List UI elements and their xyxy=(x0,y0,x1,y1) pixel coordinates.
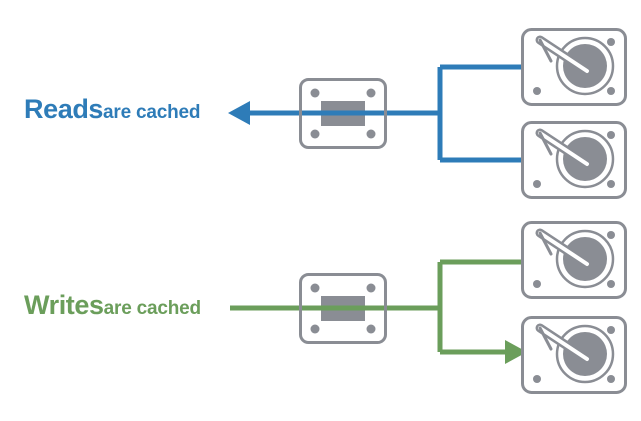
writes-flow-label: Writesare cached xyxy=(24,292,201,319)
reads-label-light: are cached xyxy=(103,102,201,123)
writes-arrowhead xyxy=(505,340,527,364)
disk-drive-1 xyxy=(523,30,626,105)
writes-label-strong: Writes xyxy=(24,290,104,320)
reads-flow-label: Readsare cached xyxy=(24,94,201,124)
disk-drive-4 xyxy=(523,318,626,393)
reads-arrowhead xyxy=(228,101,250,125)
writes-label-light: are cached xyxy=(103,298,201,319)
disk-drive-2 xyxy=(523,123,626,198)
reads-label-strong: Reads xyxy=(24,94,104,124)
disk-drive-3 xyxy=(523,223,626,298)
writes-connector-group xyxy=(230,259,527,364)
